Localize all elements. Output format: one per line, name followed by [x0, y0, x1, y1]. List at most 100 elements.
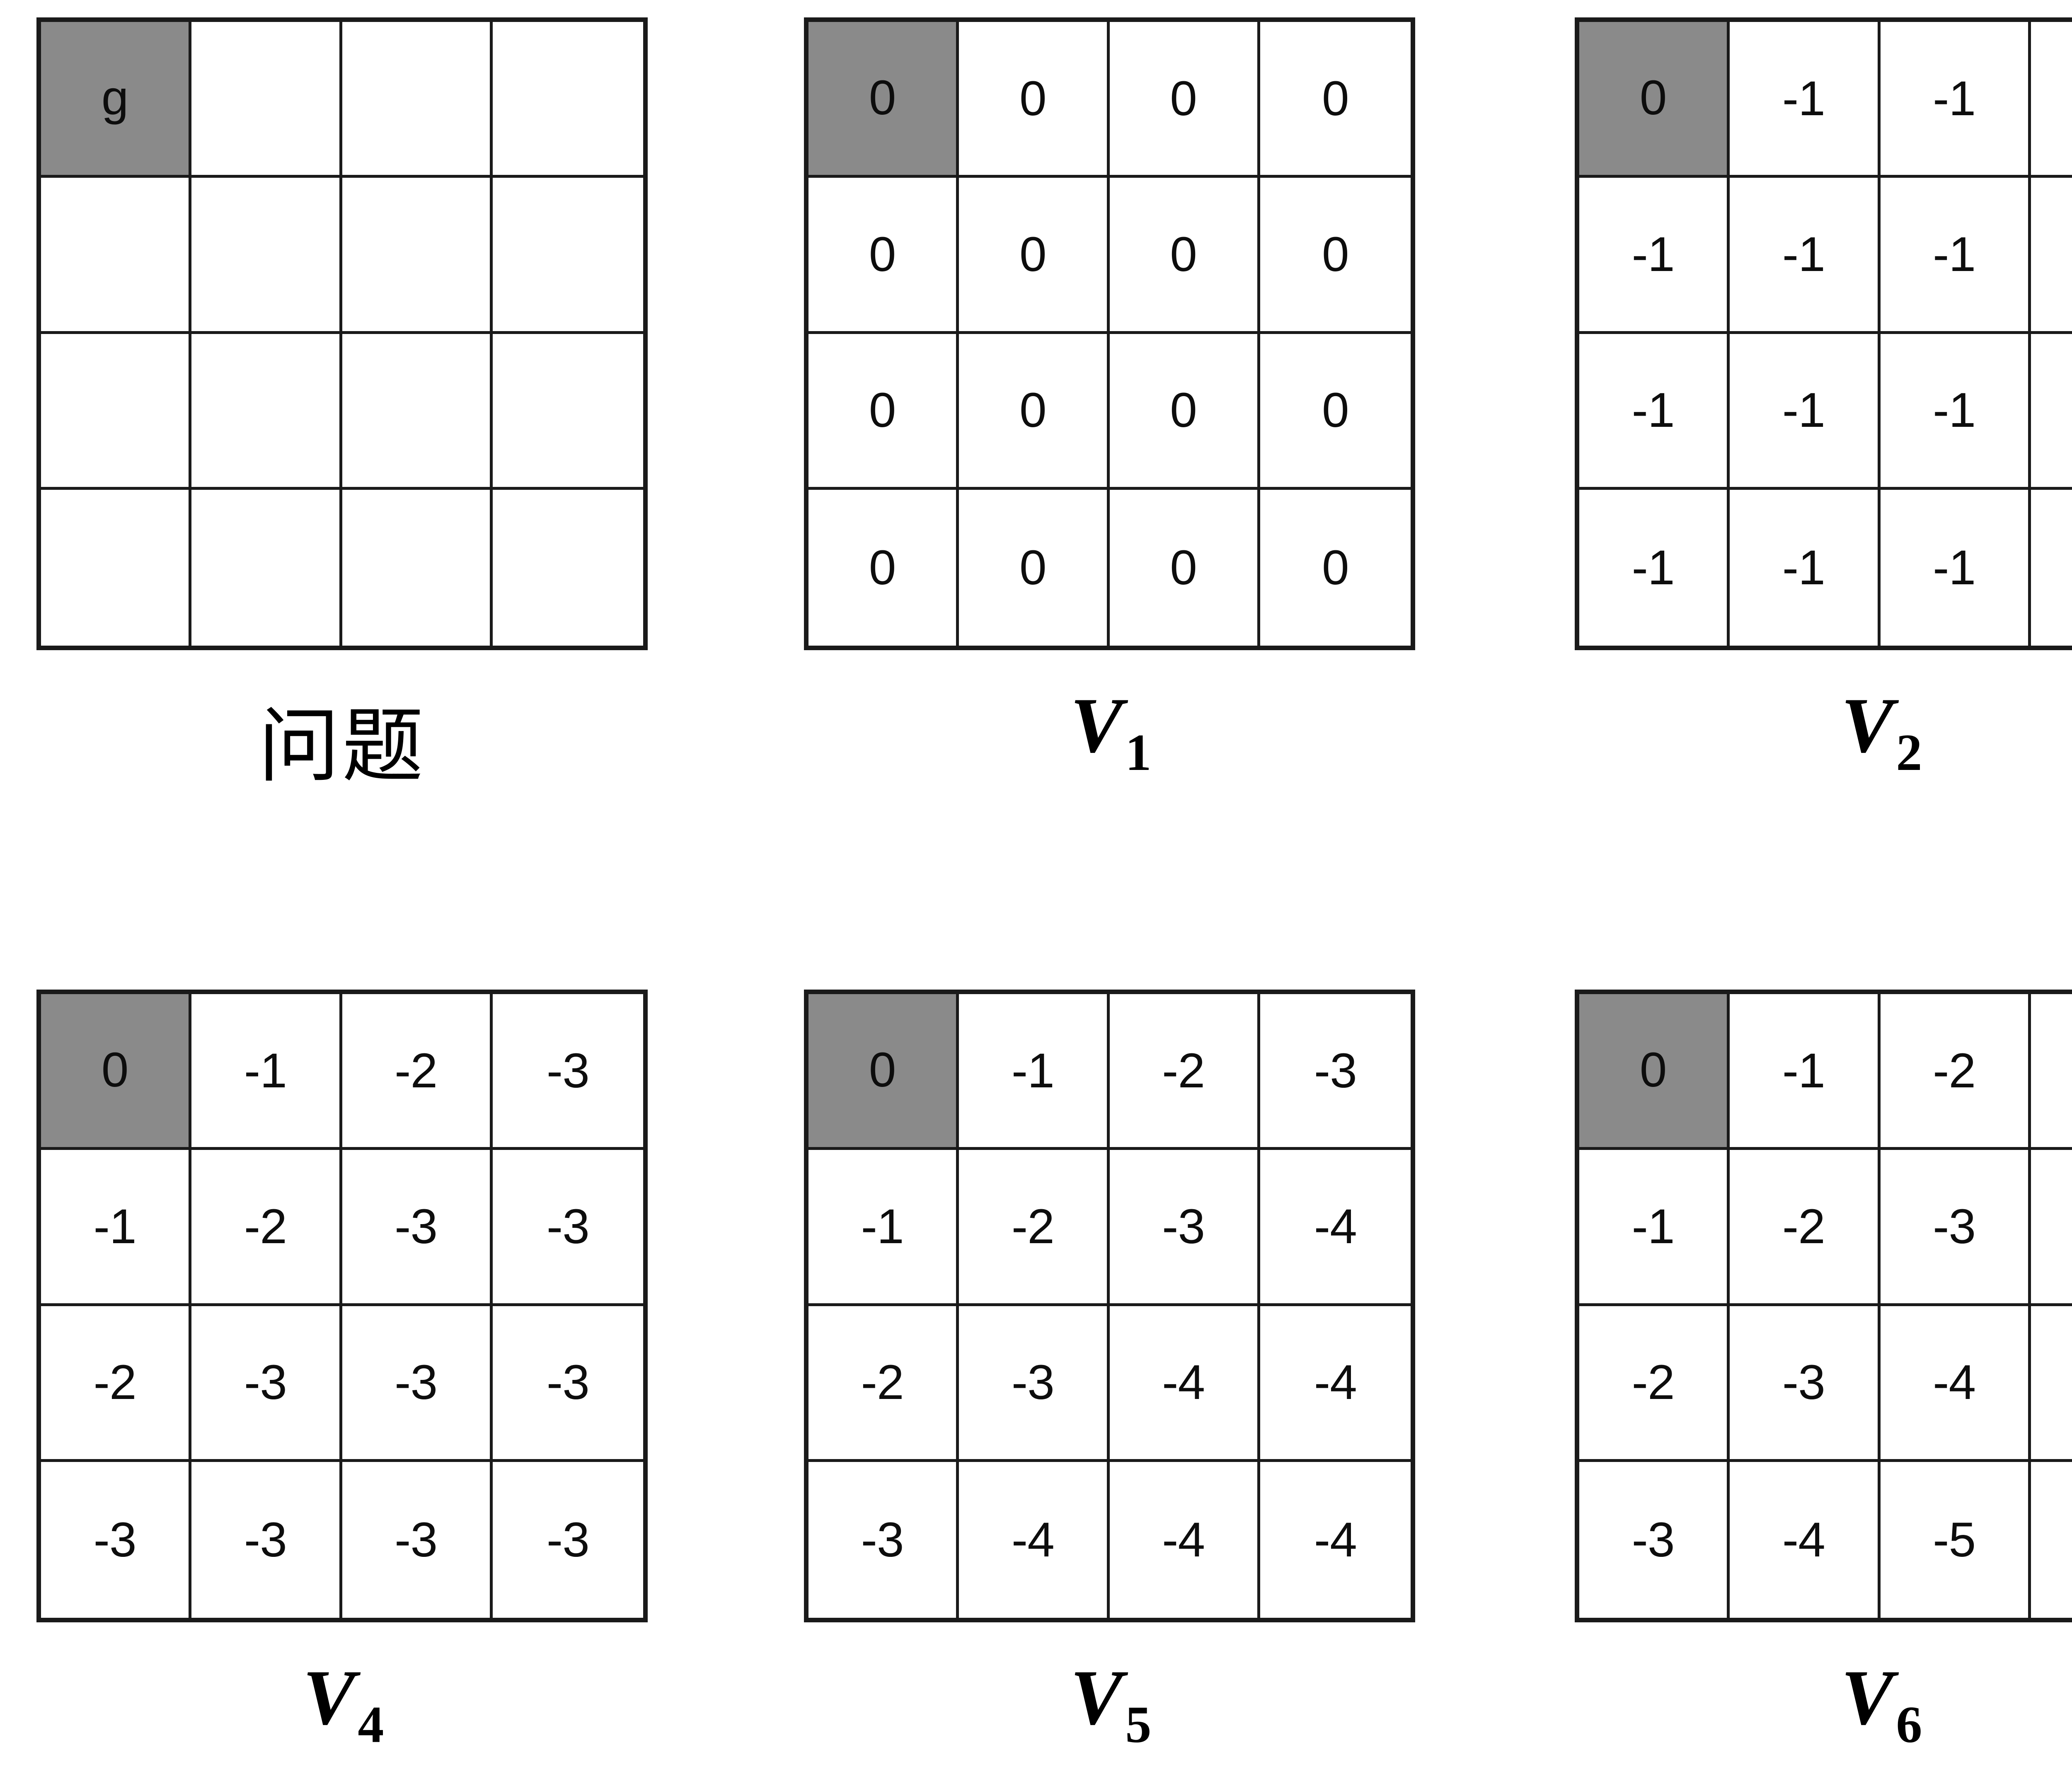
grid-cell: -4	[2031, 1150, 2072, 1306]
grid-cell: 0	[1260, 489, 1411, 646]
cell-value: -3	[395, 1199, 438, 1254]
cell-value: -4	[1314, 1199, 1357, 1254]
grid-cell: -4	[1109, 1306, 1260, 1462]
grid-cell: 0	[959, 334, 1110, 490]
grid-cell: -4	[959, 1462, 1110, 1618]
grid-cell: -3	[808, 1462, 959, 1618]
cell-value: -1	[1782, 540, 1825, 595]
goal-cell: 0	[1579, 22, 1730, 178]
grid-cell	[191, 334, 342, 490]
grid-cell: -1	[1880, 178, 2031, 334]
grid-cell: -1	[2031, 334, 2072, 490]
caption-v2: V2	[1575, 680, 2072, 782]
grid-cell: -1	[1880, 22, 2031, 178]
cell-value: -2	[244, 1199, 287, 1254]
grid-cell: -4	[1730, 1462, 1881, 1618]
cell-value: -1	[1782, 71, 1825, 126]
cell-value: -4	[1933, 1355, 1976, 1410]
grid-cell: -3	[1260, 994, 1411, 1150]
grid-cell: -3	[191, 1306, 342, 1462]
cell-value: 0	[1170, 383, 1197, 438]
grid-problem: g	[36, 17, 648, 650]
grid-cell	[41, 489, 192, 646]
grid-cell: -2	[808, 1306, 959, 1462]
caption-subscript: 5	[1125, 1696, 1152, 1754]
grid-cell	[492, 22, 643, 178]
grid-cell: 0	[959, 178, 1110, 334]
caption-symbol: V	[1070, 682, 1123, 769]
grid-cell: -3	[2031, 994, 2072, 1150]
grid-cell: -1	[1730, 334, 1881, 490]
goal-cell: g	[41, 22, 192, 178]
caption-problem: 问题	[36, 680, 648, 798]
grid-cell: -1	[1579, 334, 1730, 490]
grid-cell: -1	[808, 1150, 959, 1306]
cell-value: -3	[546, 1199, 590, 1254]
grid-cell: -4	[1109, 1462, 1260, 1618]
caption-v5: V5	[804, 1653, 1415, 1754]
grid-cell: -2	[1730, 1150, 1881, 1306]
caption-symbol: V	[1841, 1654, 1894, 1741]
grid-v5: 0-1-2-3-1-2-3-4-2-3-4-4-3-4-4-4	[804, 990, 1415, 1622]
grid-cell: -1	[1579, 178, 1730, 334]
grid-cell: -3	[342, 1306, 493, 1462]
grid-v6: 0-1-2-3-1-2-3-4-2-3-4-5-3-4-5-5	[1575, 990, 2072, 1622]
grid-cell: 0	[959, 22, 1110, 178]
grid-cell: -3	[1880, 1150, 2031, 1306]
grid-cell: 0	[959, 489, 1110, 646]
grid-cell: -3	[492, 1150, 643, 1306]
grid-cell: -1	[2031, 178, 2072, 334]
grid-cell: 0	[1260, 22, 1411, 178]
grid-cell: -3	[342, 1462, 493, 1618]
cell-value: -3	[395, 1355, 438, 1410]
cell-value: g	[101, 70, 129, 125]
grid-cell: -1	[1880, 489, 2031, 646]
grid-cell: -3	[1109, 1150, 1260, 1306]
grid-cell: -2	[191, 1150, 342, 1306]
cell-value: -1	[1933, 71, 1976, 126]
cell-value: -2	[1782, 1199, 1825, 1254]
cell-value: -1	[861, 1199, 904, 1254]
grid-cell: -3	[492, 994, 643, 1150]
cell-value: -4	[1314, 1355, 1357, 1410]
grid-cell: -1	[41, 1150, 192, 1306]
cell-value: -2	[395, 1043, 438, 1098]
grid-cell: -4	[1260, 1306, 1411, 1462]
cell-value: -1	[1631, 540, 1675, 595]
grid-cell: -2	[959, 1150, 1110, 1306]
cell-value: -1	[1782, 1043, 1825, 1098]
grid-cell: 0	[1109, 489, 1260, 646]
cell-value: -3	[1314, 1043, 1357, 1098]
cell-value: -3	[546, 1512, 590, 1567]
caption-symbol: V	[1841, 682, 1894, 769]
cell-value: 0	[101, 1042, 129, 1097]
cell-value: -4	[1162, 1512, 1205, 1567]
cell-value: -2	[1933, 1043, 1976, 1098]
grid-cell: -3	[191, 1462, 342, 1618]
grid-cell	[342, 489, 493, 646]
grid-cell: -1	[191, 994, 342, 1150]
cell-value: -1	[1933, 383, 1976, 438]
cell-value: -4	[1782, 1512, 1825, 1567]
grid-cell: 0	[1109, 334, 1260, 490]
grid-cell: -5	[1880, 1462, 2031, 1618]
cell-value: -1	[244, 1043, 287, 1098]
grid-v4: 0-1-2-3-1-2-3-3-2-3-3-3-3-3-3-3	[36, 990, 648, 1622]
cell-value: 0	[1639, 1042, 1667, 1097]
cell-value: -2	[1162, 1043, 1205, 1098]
grid-cell: -4	[1260, 1150, 1411, 1306]
grid-cell	[342, 178, 493, 334]
cell-value: -3	[93, 1512, 137, 1567]
grid-cell: -5	[2031, 1306, 2072, 1462]
grid-cell: -3	[1579, 1462, 1730, 1618]
grid-cell	[492, 178, 643, 334]
grid-cell: -2	[41, 1306, 192, 1462]
caption-v6: V6	[1575, 1653, 2072, 1754]
cell-value: 0	[1170, 71, 1197, 126]
cell-value: 0	[1322, 71, 1349, 126]
cell-value: -3	[395, 1512, 438, 1567]
grid-cell: -1	[2031, 489, 2072, 646]
cell-value: 0	[1170, 540, 1197, 595]
